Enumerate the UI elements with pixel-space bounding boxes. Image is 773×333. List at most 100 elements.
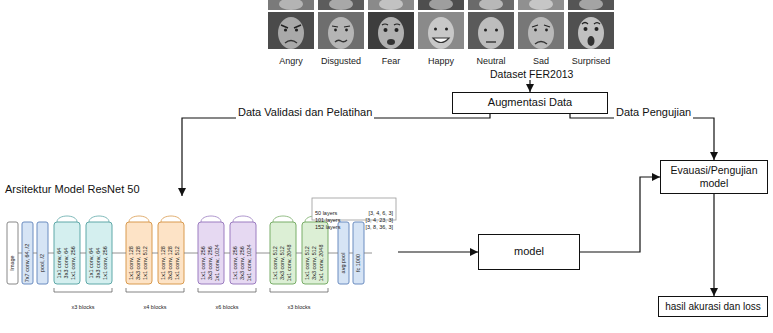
block-count: x3 blocks bbox=[72, 305, 95, 311]
resnet-figure-part bbox=[37, 222, 48, 284]
layer-label: 3x3 conv, 64 bbox=[96, 248, 102, 279]
layer-label: avg pool bbox=[341, 253, 347, 274]
layer-count: 101 layers bbox=[315, 218, 340, 224]
process-box: model bbox=[478, 234, 580, 270]
face-photo-part bbox=[584, 27, 588, 31]
face-photo-part bbox=[387, 39, 395, 45]
layer-count: 50 layers bbox=[315, 211, 337, 217]
face-photo-strip-part bbox=[529, 0, 553, 10]
resnet-figure bbox=[7, 198, 396, 292]
layer-label: 3x3 conv, 128 bbox=[168, 246, 174, 280]
layer-label: 3x3 conv, 64 bbox=[64, 248, 70, 279]
face-photo-part bbox=[528, 17, 554, 49]
face-photo-part bbox=[484, 29, 487, 32]
resnet-figure-part bbox=[201, 216, 253, 222]
resnet-figure-part bbox=[158, 222, 184, 284]
face-photo-part bbox=[335, 40, 347, 42]
edge-label: Data Pengujian bbox=[614, 106, 693, 119]
box-label: Evauasi/Pengujian model bbox=[665, 164, 763, 189]
layer-label: 3x3 conv, 512 bbox=[280, 246, 286, 280]
layer-count: 152 layers bbox=[315, 225, 340, 231]
process-box: Evauasi/Pengujian model bbox=[660, 160, 768, 194]
face-photo-part bbox=[382, 24, 400, 25]
block-count: x3 blocks bbox=[288, 305, 311, 311]
face-photo-part bbox=[518, 12, 564, 49]
face-photo bbox=[368, 12, 414, 49]
resnet-figure-part bbox=[230, 222, 256, 284]
flow-arrow bbox=[529, 80, 530, 92]
face-photo-part bbox=[588, 36, 595, 46]
heading-label: Dataset FER2013 bbox=[490, 68, 573, 81]
face-photo bbox=[568, 12, 614, 49]
face-photo-part bbox=[495, 29, 498, 32]
face-photo-part bbox=[334, 29, 337, 32]
layer-label: 1x1 conv, 512 bbox=[273, 246, 279, 280]
face-photo-strip-part bbox=[429, 0, 453, 10]
layer-label: 3x3 conv, 256 bbox=[208, 246, 214, 280]
layer-label: 3x3 conv, 128 bbox=[136, 246, 142, 280]
face-photo-part bbox=[434, 28, 437, 31]
edge-label: Data Validasi dan Pelatihan bbox=[236, 106, 374, 119]
emotion-label: Angry bbox=[279, 57, 303, 66]
layer-label: 1x1 conv, 1024 bbox=[247, 245, 253, 282]
connector-group bbox=[182, 80, 714, 296]
face-photo bbox=[318, 12, 364, 49]
layer-label: Image bbox=[10, 255, 16, 270]
face-photo-part bbox=[328, 17, 354, 49]
face-photo-part bbox=[378, 17, 404, 49]
layer-label: 1x1 conv, 64 bbox=[89, 248, 95, 279]
resnet-figure-part bbox=[54, 222, 80, 284]
face-photo-strip bbox=[268, 0, 614, 10]
face-photo-part bbox=[535, 42, 547, 45]
face-photo bbox=[518, 12, 564, 49]
emotion-label: Neutral bbox=[476, 57, 505, 66]
face-photo-strip-part bbox=[479, 0, 503, 10]
layer-label: 3x3 conv, 512 bbox=[312, 246, 318, 280]
resnet-figure-part bbox=[86, 222, 112, 284]
emotion-label: Surprised bbox=[572, 57, 611, 66]
layer-label: 1x1 conv, 1024 bbox=[215, 245, 221, 282]
layer-count: [3, 8, 36, 3] bbox=[365, 225, 393, 231]
face-photo-part bbox=[368, 12, 414, 49]
result-box: hasil akurasi dan loss bbox=[658, 296, 768, 317]
face-photo-part bbox=[445, 28, 448, 31]
layer-label: 3x3 conv, 256 bbox=[240, 246, 246, 280]
resnet-figure-part bbox=[7, 222, 18, 284]
box-label: Augmentasi Data bbox=[488, 96, 572, 109]
face-photo-strip-part bbox=[329, 0, 353, 10]
emotion-label: Disgusted bbox=[321, 57, 361, 66]
resnet-figure-part bbox=[338, 222, 349, 284]
flow-arrow bbox=[713, 194, 714, 296]
face-photo-part bbox=[345, 29, 348, 32]
flow-arrow bbox=[398, 251, 478, 252]
face-photo-part bbox=[468, 12, 514, 49]
layer-label: 1x1 conv, 512 bbox=[175, 246, 181, 280]
face-photo-part bbox=[534, 29, 537, 32]
face-photo-part bbox=[578, 17, 604, 49]
face-photo-part bbox=[478, 17, 504, 49]
box-label: model bbox=[514, 245, 544, 258]
face-photo-part bbox=[532, 25, 550, 27]
resnet-figure-part bbox=[22, 222, 33, 284]
block-count: x4 blocks bbox=[144, 305, 167, 311]
block-count: x6 blocks bbox=[216, 305, 239, 311]
box-label: hasil akurasi dan loss bbox=[665, 301, 761, 313]
layer-label: 1x1 conv, 128 bbox=[129, 246, 135, 280]
face-photo-part bbox=[486, 41, 496, 42]
face-photo-part bbox=[332, 26, 350, 27]
face-photo-part bbox=[418, 12, 464, 49]
face-photo bbox=[268, 12, 314, 49]
flow-arrow bbox=[580, 177, 660, 252]
face-photo-part bbox=[284, 28, 287, 31]
resnet-figure-part bbox=[54, 288, 328, 292]
flow-arrow bbox=[182, 114, 490, 196]
face-photo-strip-part bbox=[579, 0, 603, 10]
dataset-figure: Dataset FER2013 bbox=[268, 0, 618, 80]
resnet-figure-part bbox=[126, 222, 152, 284]
layer-count: [3, 4, 6, 3] bbox=[369, 211, 393, 217]
layer-label: 1x1 conv, 2048 bbox=[319, 245, 325, 282]
layer-label: 1x1 conv, 256 bbox=[233, 246, 239, 280]
